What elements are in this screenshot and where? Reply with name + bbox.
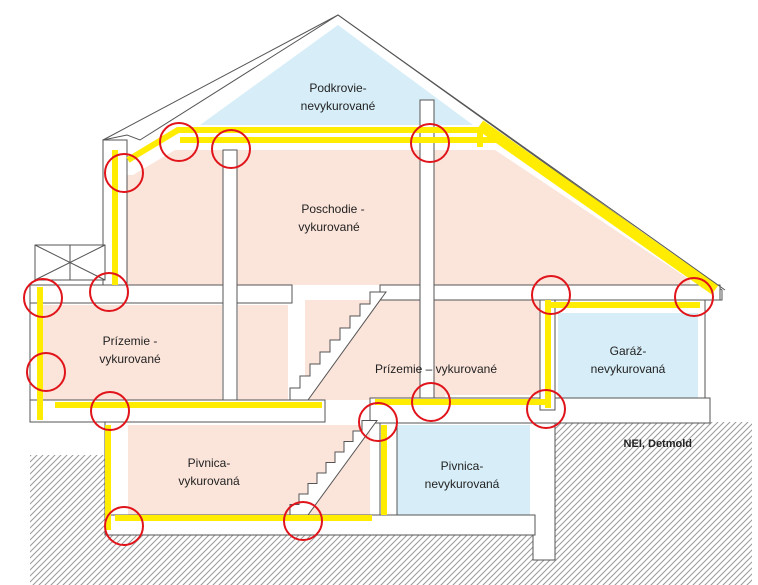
thermal-bridge-marker bbox=[26, 352, 66, 392]
slab-upper bbox=[29, 284, 293, 304]
label-garage-2: nevykurovaná bbox=[591, 362, 666, 376]
thermal-bridge-marker bbox=[358, 402, 398, 442]
thermal-bridge-marker bbox=[283, 501, 323, 541]
label-attic-1: Podkrovie- bbox=[309, 81, 366, 95]
credit-label: NEI, Detmold bbox=[624, 438, 692, 450]
zone-attic bbox=[200, 25, 473, 125]
thermal-bridge-marker bbox=[23, 278, 63, 318]
thermal-bridge-marker bbox=[674, 277, 714, 317]
label-ground-left-2: vykurované bbox=[99, 352, 161, 366]
thermal-bridge-marker bbox=[411, 382, 451, 422]
thermal-bridge-marker bbox=[90, 391, 130, 431]
thermal-bridge-marker bbox=[89, 272, 129, 312]
thermal-bridge-marker bbox=[526, 389, 566, 429]
label-basement-unheated-1: Pivnica- bbox=[441, 459, 484, 473]
zone-ground-left-2 bbox=[238, 305, 288, 400]
label-basement-heated-2: vykurovaná bbox=[178, 474, 240, 488]
thermal-bridge-marker bbox=[531, 275, 571, 315]
stair-lower bbox=[289, 420, 378, 516]
thermal-bridge-markers bbox=[23, 122, 714, 546]
label-basement-heated-1: Pivnica- bbox=[188, 456, 231, 470]
thermal-bridge-marker bbox=[104, 153, 144, 193]
zone-ground-left bbox=[40, 305, 222, 400]
label-upper-1: Poschodie - bbox=[301, 202, 364, 216]
staircases bbox=[289, 291, 387, 516]
insulation-strip bbox=[476, 120, 719, 295]
label-garage-1: Garáž- bbox=[610, 344, 647, 358]
zone-labels: Podkrovie- nevykurované Poschodie - vyku… bbox=[99, 81, 692, 491]
zone-garage bbox=[558, 313, 698, 408]
thermal-bridge-marker bbox=[211, 129, 251, 169]
thermal-bridge-marker bbox=[410, 123, 450, 163]
balcony-railing bbox=[34, 244, 106, 281]
stair-upper bbox=[289, 291, 387, 401]
zones bbox=[40, 25, 698, 518]
label-upper-2: vykurované bbox=[298, 220, 360, 234]
column-left bbox=[222, 149, 238, 409]
zone-upper-floor bbox=[125, 150, 690, 285]
label-basement-unheated-2: nevykurovaná bbox=[425, 477, 500, 491]
thermal-bridge-marker bbox=[159, 122, 199, 162]
label-ground-left-1: Prízemie - bbox=[103, 334, 158, 348]
zone-basement-unheated bbox=[397, 425, 530, 518]
roof bbox=[102, 14, 726, 291]
thermal-bridge-marker bbox=[104, 506, 144, 546]
label-ground-center: Prízemie – vykurované bbox=[375, 362, 497, 376]
label-attic-2: nevykurované bbox=[301, 99, 376, 113]
